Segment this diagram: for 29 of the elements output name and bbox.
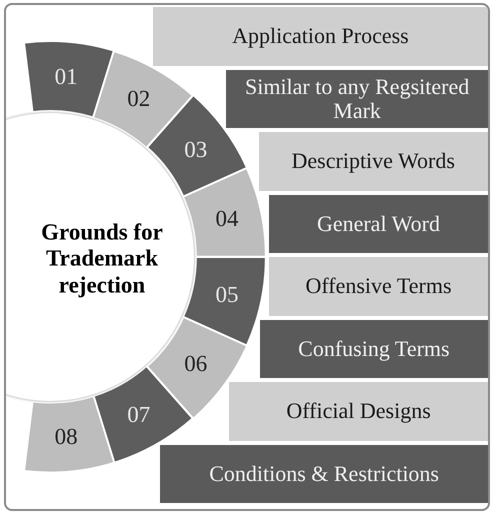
bar-label: Application Process <box>232 24 409 48</box>
ring-segment <box>183 257 266 346</box>
bar-label: Descriptive Words <box>292 149 455 174</box>
ring-segment <box>183 168 266 257</box>
text-bar <box>226 70 488 128</box>
step-number: 02 <box>127 86 150 112</box>
bar-label: Official Designs <box>286 399 431 424</box>
step-number: 04 <box>215 206 238 232</box>
text-bar <box>160 444 488 503</box>
step-number: 01 <box>54 64 78 90</box>
bar-label: General Word <box>316 212 440 236</box>
text-bar <box>268 194 488 253</box>
step-number: 07 <box>127 402 150 428</box>
step-number: 03 <box>184 136 208 163</box>
circle-title: Grounds for Trademark rejection <box>40 219 164 299</box>
ring-segment <box>24 396 114 473</box>
text-bar <box>269 257 488 316</box>
bar-label: Offensive Terms <box>305 274 452 298</box>
step-number: 06 <box>184 351 208 378</box>
text-bar <box>258 132 488 190</box>
text-bar <box>260 320 488 378</box>
bar-label: Similar to any Regsitered Mark <box>244 74 470 123</box>
bar-label: Confusing Terms <box>298 336 450 361</box>
ring-segment <box>24 41 114 118</box>
text-bar <box>229 382 488 440</box>
step-number: 05 <box>215 282 238 308</box>
bar-label: Conditions & Restrictions <box>209 462 439 486</box>
text-bar <box>152 7 488 66</box>
step-number: 08 <box>54 424 78 450</box>
